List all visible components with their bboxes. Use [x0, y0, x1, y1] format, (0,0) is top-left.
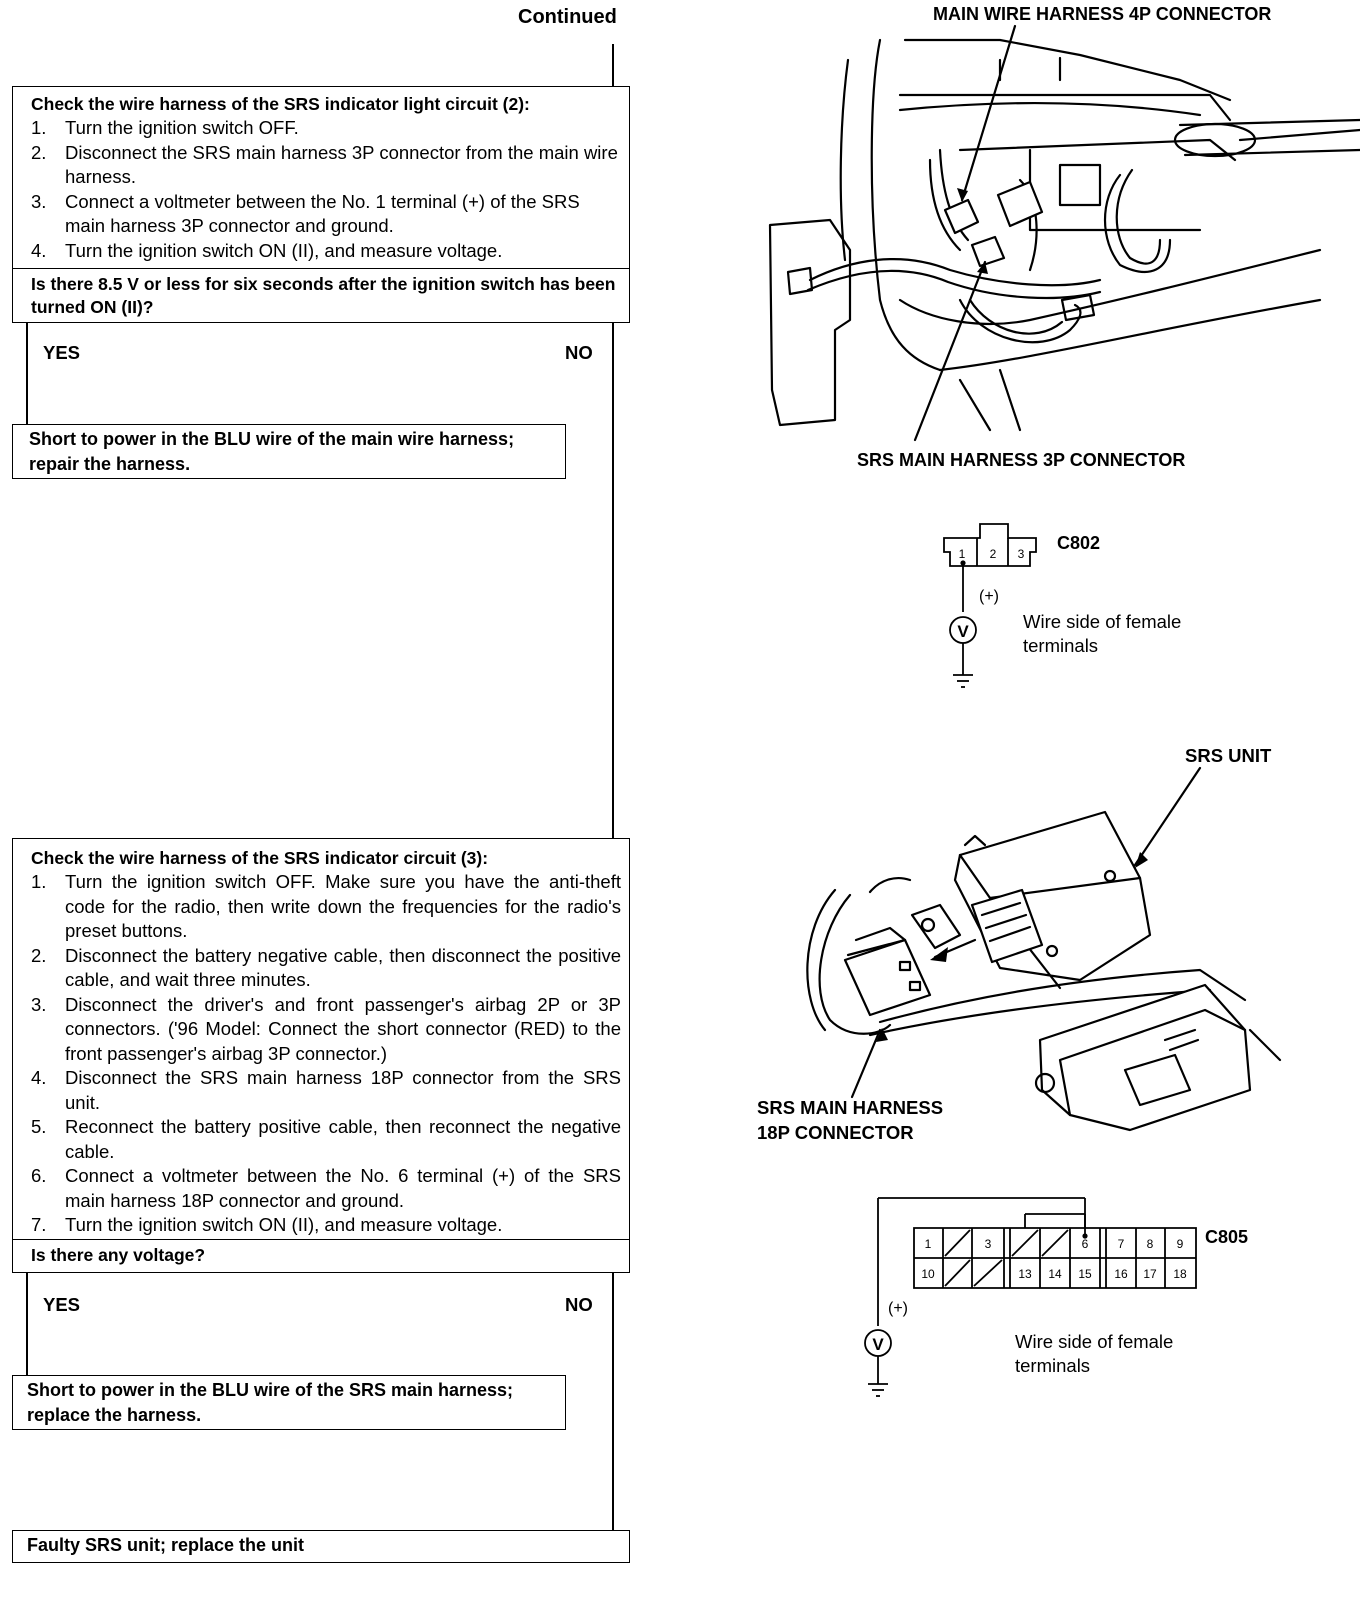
final-result-box: Faulty SRS unit; replace the unit	[12, 1530, 630, 1563]
step-item: 2.Disconnect the SRS main harness 3P con…	[31, 141, 618, 188]
question-box-1: Is there 8.5 V or less for six seconds a…	[12, 268, 630, 323]
flow-line-no1	[612, 322, 614, 838]
voltmeter-icon: V	[957, 622, 969, 641]
result-text: Short to power in the BLU wire of the SR…	[27, 1380, 514, 1425]
continued-label: Continued	[518, 6, 617, 28]
c805-terminal-7: 7	[1118, 1237, 1125, 1251]
c805-note-line1: Wire side of female	[1015, 1331, 1173, 1352]
question-text: Is there 8.5 V or less for six seconds a…	[31, 274, 616, 317]
c805-terminal-13: 13	[1018, 1267, 1032, 1281]
flow-line-no2	[612, 1272, 614, 1530]
c805-terminal-3: 3	[985, 1237, 992, 1251]
label-srs-18p-line2: 18P CONNECTOR	[757, 1122, 914, 1143]
c805-terminal-6: 6	[1082, 1237, 1089, 1251]
c805-terminal-16: 16	[1114, 1267, 1128, 1281]
step-item: 6.Connect a voltmeter between the No. 6 …	[31, 1165, 621, 1211]
c802-note-line1: Wire side of female	[1023, 611, 1181, 632]
c802-terminal-2: 2	[990, 547, 997, 561]
c805-terminal-10: 10	[921, 1267, 935, 1281]
step-item: 4.Turn the ignition switch ON (II), and …	[31, 239, 503, 261]
c805-terminal-18: 18	[1173, 1267, 1187, 1281]
check-title: Check the wire harness of the SRS indica…	[31, 94, 530, 114]
check-box-circuit-3: Check the wire harness of the SRS indica…	[12, 838, 630, 1240]
label-main-4p-connector: MAIN WIRE HARNESS 4P CONNECTOR	[933, 4, 1272, 24]
step-item: 4.Disconnect the SRS main harness 18P co…	[31, 1067, 621, 1113]
step-list: 1.Turn the ignition switch OFF. Make sur…	[31, 870, 621, 1238]
result-box-1: Short to power in the BLU wire of the ma…	[12, 424, 566, 479]
step-item: 5.Reconnect the battery positive cable, …	[31, 1116, 621, 1162]
flow-line-yes1	[26, 322, 28, 424]
label-srs-3p-connector: SRS MAIN HARNESS 3P CONNECTOR	[857, 450, 1186, 470]
step-item: 1.Turn the ignition switch OFF.	[31, 117, 299, 138]
step-item: 3.Connect a voltmeter between the No. 1 …	[31, 190, 580, 237]
c805-terminal-1: 1	[925, 1237, 932, 1251]
step-item: 7.Turn the ignition switch ON (II), and …	[31, 1214, 503, 1235]
no-label-1: NO	[565, 342, 593, 363]
c802-terminal-1: 1	[959, 547, 966, 561]
step-item: 1.Turn the ignition switch OFF. Make sur…	[31, 871, 621, 941]
c805-note-line2: terminals	[1015, 1355, 1090, 1376]
question-box-2: Is there any voltage?	[12, 1239, 630, 1273]
question-text: Is there any voltage?	[31, 1245, 206, 1265]
check-box-circuit-2: Check the wire harness of the SRS indica…	[12, 86, 630, 269]
c805-terminal-8: 8	[1147, 1237, 1154, 1251]
c805-terminal-17: 17	[1143, 1267, 1157, 1281]
voltmeter-icon: V	[872, 1335, 884, 1354]
label-srs-18p-line1: SRS MAIN HARNESS	[757, 1097, 944, 1118]
yes-label-2: YES	[43, 1294, 81, 1315]
no-label-2: NO	[565, 1294, 593, 1315]
c805-terminal-9: 9	[1177, 1237, 1184, 1251]
step-item: 3.Disconnect the driver's and front pass…	[31, 993, 621, 1064]
c802-note-line2: terminals	[1023, 635, 1098, 656]
result-text: Short to power in the BLU wire of the ma…	[29, 429, 515, 474]
step-item: 2.Disconnect the battery negative cable,…	[31, 944, 621, 991]
result-text: Faulty SRS unit; replace the unit	[27, 1535, 305, 1555]
c802-id: C802	[1057, 533, 1100, 553]
c805-terminal-15: 15	[1078, 1267, 1092, 1281]
step-list: 1.Turn the ignition switch OFF. 2.Discon…	[31, 116, 621, 263]
c802-terminal-3: 3	[1018, 547, 1025, 561]
c805-id: C805	[1205, 1227, 1248, 1247]
label-srs-unit: SRS UNIT	[1185, 745, 1272, 766]
c805-terminal-14: 14	[1048, 1267, 1062, 1281]
c802-plus: (+)	[979, 588, 999, 605]
result-box-2: Short to power in the BLU wire of the SR…	[12, 1375, 566, 1430]
flow-line-top	[612, 44, 614, 88]
c805-plus: (+)	[888, 1300, 908, 1317]
flow-line-yes2	[26, 1272, 28, 1375]
yes-label-1: YES	[43, 342, 81, 363]
check-title: Check the wire harness of the SRS indica…	[31, 848, 489, 868]
